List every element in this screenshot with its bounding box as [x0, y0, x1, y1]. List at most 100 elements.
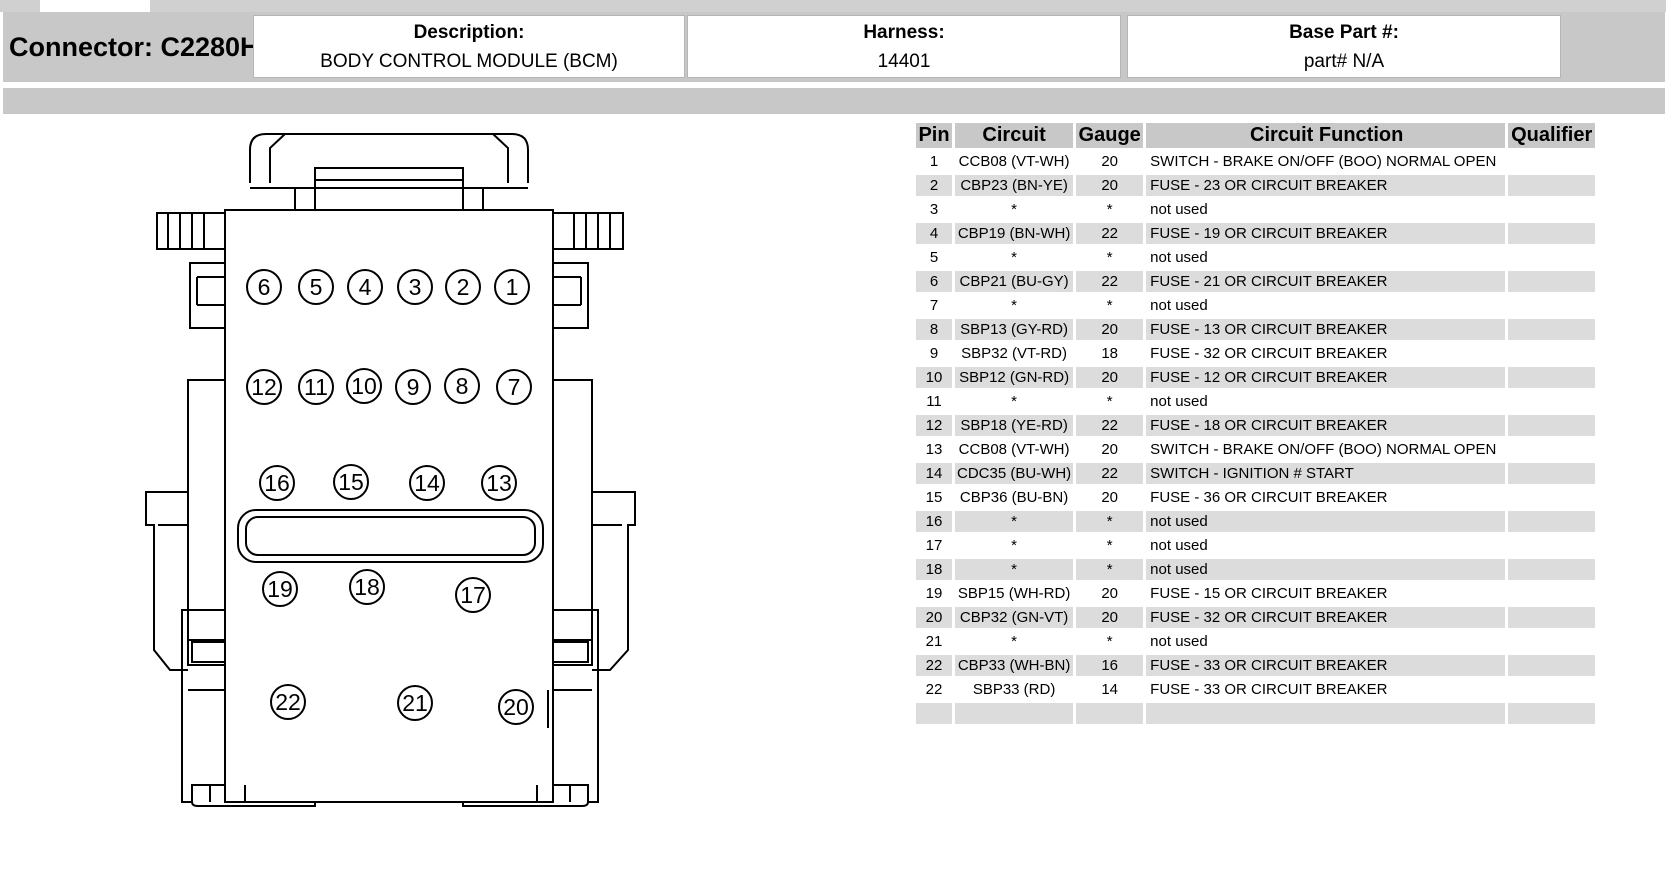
header-divider-bar: [3, 88, 1665, 114]
qualifier-cell: [1508, 295, 1595, 316]
qualifier-cell: [1508, 415, 1596, 436]
circuit-cell: *: [1011, 297, 1017, 314]
pin-cell: 9: [929, 345, 939, 362]
qualifier-cell: [1508, 463, 1596, 484]
function-cell: FUSE - 19 OR CIRCUIT BREAKER: [1146, 223, 1506, 244]
pin-cavity: [409, 465, 445, 501]
base-part-label: Base Part #:: [1289, 22, 1399, 43]
circuit-cell: CBP36 (BU-BN): [959, 489, 1069, 506]
gauge-cell: 22: [1076, 271, 1144, 292]
pin-label: 13: [486, 470, 512, 496]
pin-cell: 1: [929, 153, 939, 170]
gauge-cell: *: [1106, 537, 1113, 554]
circuit-cell: *: [1011, 393, 1017, 410]
pin-cell: 13: [925, 441, 943, 458]
circuit-cell: SBP33 (RD): [972, 681, 1056, 698]
function-cell: [1146, 703, 1506, 724]
qualifier-cell: [1508, 583, 1595, 604]
circuit-cell: *: [1011, 537, 1017, 554]
circuit-cell: CDC35 (BU-WH): [955, 463, 1074, 484]
pin-cell: 4: [916, 223, 952, 244]
pin-label: 12: [251, 374, 277, 400]
qualifier-cell: [1508, 151, 1595, 172]
pin-cell: 10: [916, 367, 952, 388]
gauge-cell: 22: [1076, 223, 1144, 244]
gauge-cell: *: [1076, 511, 1144, 532]
table-row: 11**not used: [916, 391, 1595, 412]
function-cell: FUSE - 15 OR CIRCUIT BREAKER: [1150, 585, 1388, 602]
gauge-cell: 20: [1076, 175, 1144, 196]
gauge-cell: 20: [1076, 607, 1144, 628]
pin-table-header: Pin Circuit Gauge Circuit Function Quali…: [916, 123, 1596, 148]
pin-cell: 20: [916, 607, 952, 628]
header-pin: Pin: [916, 123, 952, 148]
pin-cell: 17: [925, 537, 943, 554]
header-gauge: Gauge: [1076, 123, 1144, 148]
qualifier-cell: [1508, 487, 1595, 508]
pin-cavity: [298, 269, 334, 305]
circuit-cell: CBP19 (BN-WH): [955, 223, 1074, 244]
pin-cavity: [270, 684, 306, 720]
pin-label: 18: [354, 574, 380, 600]
gauge-cell: 20: [1101, 489, 1119, 506]
pin-cell: 11: [926, 393, 942, 410]
circuit-cell: CBP21 (BU-GY): [955, 271, 1074, 292]
pin-cavity: [333, 464, 369, 500]
top-strip-segment: [0, 0, 40, 12]
connector-face-diagram: 6 5 4 3 2 1 12 11 10 9 8 7 16: [140, 130, 700, 875]
circuit-cell: CBP33 (WH-BN): [955, 655, 1074, 676]
pin-cell: 6: [916, 271, 952, 292]
function-cell: not used: [1150, 201, 1208, 218]
circuit-cell: SBP18 (YE-RD): [955, 415, 1074, 436]
gauge-cell: *: [1106, 201, 1113, 218]
pin-cavity: [481, 465, 517, 501]
gauge-cell: 22: [1076, 415, 1144, 436]
gauge-cell: 20: [1076, 319, 1144, 340]
circuit-cell: *: [1011, 201, 1017, 218]
qualifier-cell: [1508, 559, 1596, 580]
pin-cell: 12: [916, 415, 952, 436]
pin-label: 9: [407, 374, 420, 400]
pin-cell: 22: [925, 681, 943, 698]
pin-label: 22: [275, 689, 301, 715]
pin-cell: [916, 703, 952, 724]
function-cell: FUSE - 32 OR CIRCUIT BREAKER: [1150, 345, 1388, 362]
header-circuit-function: Circuit Function: [1146, 123, 1506, 148]
gauge-cell: 22: [1076, 463, 1144, 484]
pin-cavities: 6 5 4 3 2 1 12 11 10 9 8 7 16: [246, 269, 534, 725]
function-cell: FUSE - 33 OR CIRCUIT BREAKER: [1150, 681, 1388, 698]
pin-cell: 16: [916, 511, 952, 532]
pin-label: 7: [508, 374, 521, 400]
qualifier-cell: [1508, 703, 1596, 724]
gauge-cell: 16: [1076, 655, 1144, 676]
qualifier-cell: [1508, 199, 1595, 220]
pin-cavity: [347, 269, 383, 305]
qualifier-cell: [1508, 535, 1595, 556]
pin-cavity: [498, 689, 534, 725]
description-value: BODY CONTROL MODULE (BCM): [320, 51, 618, 72]
qualifier-cell: [1508, 271, 1596, 292]
pin-cell: 2: [916, 175, 952, 196]
circuit-cell: CCB08 (VT-WH): [958, 441, 1070, 458]
gauge-cell: *: [1106, 297, 1113, 314]
pin-label: 8: [456, 373, 469, 399]
function-cell: FUSE - 23 OR CIRCUIT BREAKER: [1146, 175, 1506, 196]
circuit-cell: SBP32 (VT-RD): [961, 345, 1068, 362]
circuit-cell: [955, 703, 1074, 724]
function-cell: FUSE - 33 OR CIRCUIT BREAKER: [1146, 655, 1506, 676]
pin-cavity: [494, 269, 530, 305]
table-row: [916, 703, 1596, 724]
pin-label: 2: [457, 274, 470, 300]
function-cell: not used: [1146, 511, 1506, 532]
function-cell: SWITCH - BRAKE ON/OFF (BOO) NORMAL OPEN: [1150, 153, 1497, 170]
pin-label: 20: [503, 694, 529, 720]
gauge-cell: 20: [1076, 367, 1144, 388]
connector-title: Connector: C2280H: [9, 31, 260, 62]
